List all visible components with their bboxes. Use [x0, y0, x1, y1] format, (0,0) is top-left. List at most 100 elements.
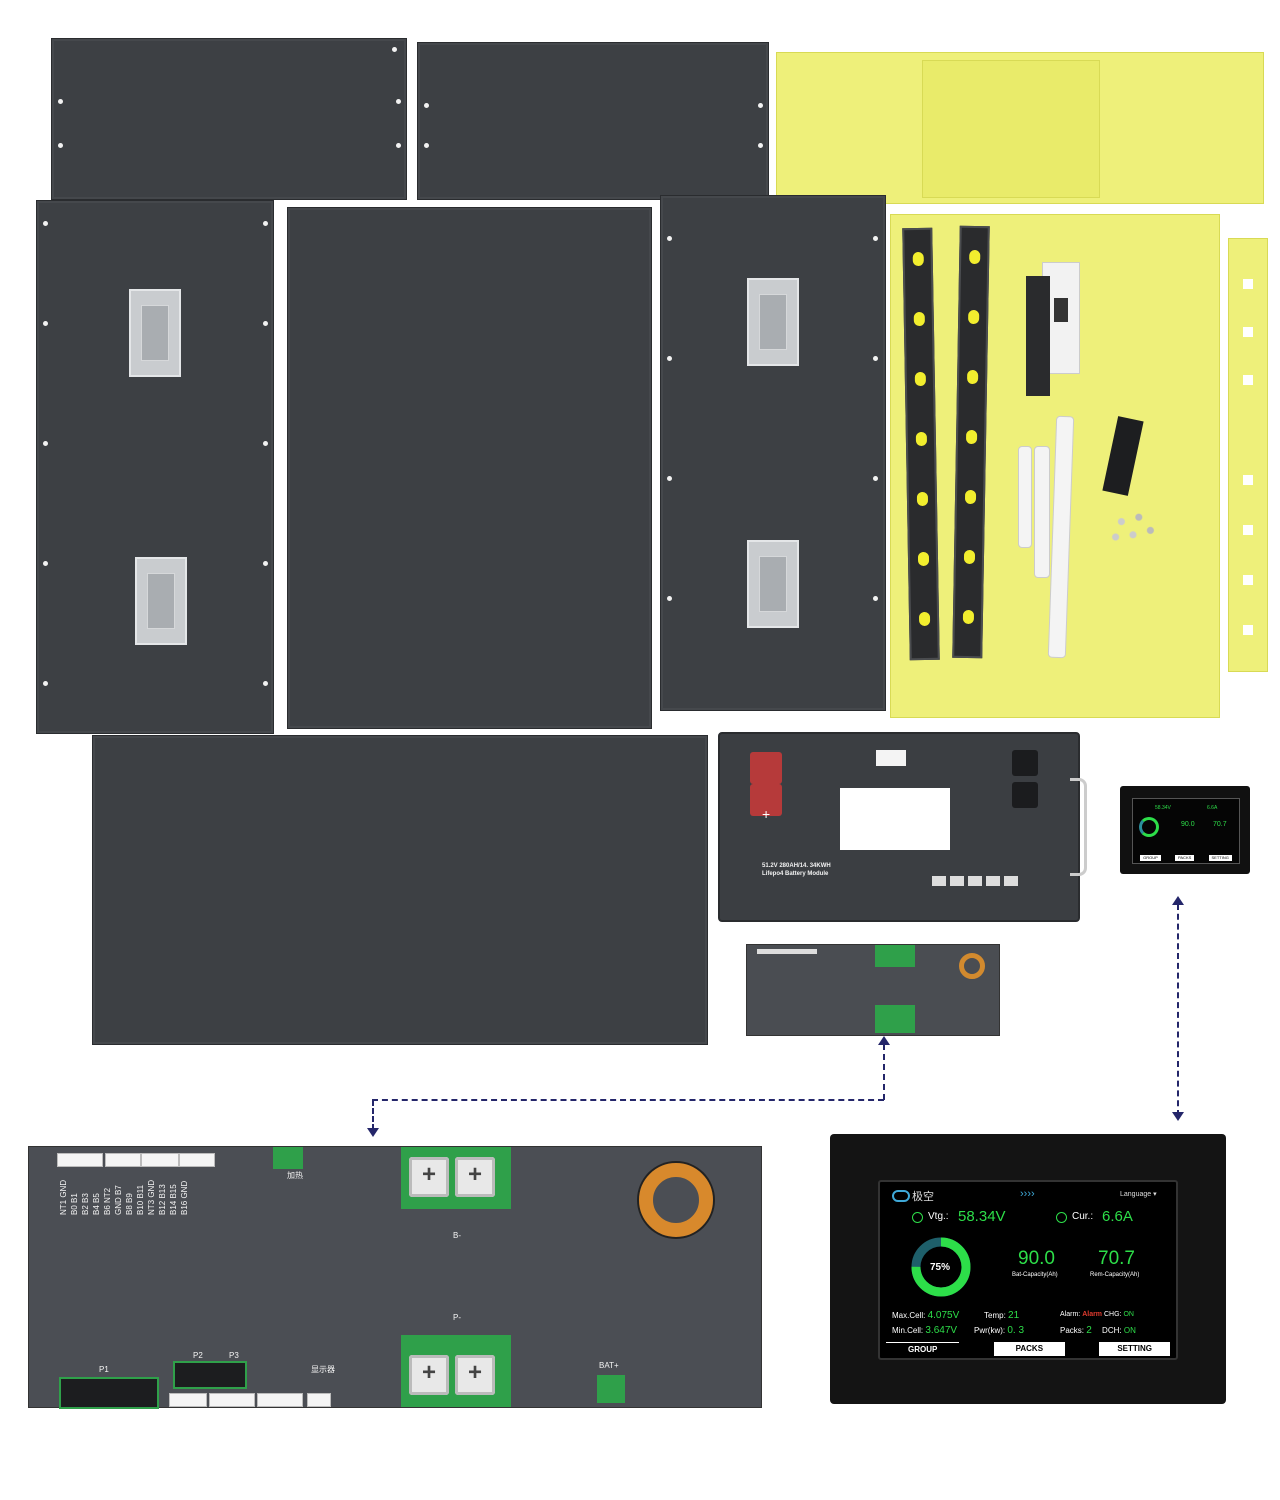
max-cell-label: Max.Cell:	[892, 1311, 926, 1320]
cur-icon	[1056, 1212, 1067, 1223]
small-vtg-value: 58.34V	[1155, 805, 1171, 811]
p-minus-terminal-icon	[455, 1355, 495, 1395]
p3-label: P3	[229, 1351, 239, 1360]
max-cell-value: 4.075V	[927, 1310, 960, 1321]
temp-value: 21	[1008, 1310, 1020, 1321]
small-display: 58.34V 6.6A 90.0 70.7 GROUP PACKS SETTIN…	[1120, 786, 1250, 874]
pwr-label: Pwr(kw):	[974, 1326, 1006, 1335]
p2-p3-connector	[173, 1361, 247, 1389]
connector-line	[372, 1100, 374, 1130]
right-side-panel	[660, 195, 886, 711]
p2-label: P2	[193, 1351, 203, 1360]
lcd-screen: 极空 ›››› Language ▾ Vtg.: 58.34V Cur.: 6.…	[878, 1180, 1178, 1360]
cell-label: B0 B1	[70, 1193, 79, 1215]
alarm-value: Alarm	[1082, 1311, 1103, 1318]
vtg-icon	[912, 1212, 923, 1223]
cell-labels: NT1 GND B0 B1 B2 B3 B4 B5 B6 NT2 GND B7 …	[59, 1175, 189, 1215]
cell-label: NT3 GND	[147, 1179, 156, 1215]
rem-capacity-value: 70.7	[1098, 1248, 1135, 1269]
small-tab-setting[interactable]: SETTING	[1208, 855, 1232, 861]
bat-capacity-label: Bat-Capacity(Ah)	[1012, 1272, 1058, 1278]
module-label-line2: Lifepo4 Battery Module	[762, 871, 829, 877]
small-tab-packs[interactable]: PACKS	[1175, 855, 1195, 861]
tab-group[interactable]: GROUP	[886, 1342, 960, 1356]
language-label: Language	[1120, 1191, 1152, 1198]
vtg-value: 58.34V	[958, 1208, 1006, 1225]
p1-label: P1	[99, 1365, 109, 1374]
b-minus-terminal-icon	[455, 1157, 495, 1197]
cable-icon	[1034, 446, 1050, 578]
soc-value: 75%	[930, 1262, 951, 1273]
tab-packs[interactable]: PACKS	[993, 1342, 1066, 1356]
cell-label: B12 B13	[158, 1184, 167, 1215]
module-label-line1: 51.2V 280AH/14. 34KWH	[762, 863, 831, 869]
tab-setting[interactable]: SETTING	[1099, 1342, 1170, 1356]
cell-label: NT1 GND	[59, 1179, 68, 1215]
center-panel	[287, 207, 652, 729]
alarm-label: Alarm:	[1060, 1311, 1081, 1318]
handle-icon	[135, 557, 187, 645]
module-label: 51.2V 280AH/14. 34KWH Lifepo4 Battery Mo…	[762, 862, 831, 878]
screws-icon	[1104, 504, 1162, 548]
chg-label: CHG:	[1103, 1311, 1122, 1318]
soc-ring	[911, 1237, 971, 1297]
cell-label: B8 B9	[125, 1193, 134, 1215]
arrows-indicator: ››››	[1020, 1188, 1035, 1200]
connector-line	[883, 1044, 885, 1100]
insulation-sheet-fold	[922, 60, 1100, 198]
dch-value: ON	[1123, 1326, 1136, 1335]
pwr-value: 0. 3	[1007, 1325, 1025, 1336]
arrow-down-icon	[367, 1128, 379, 1137]
circuit-breaker-icon	[1026, 262, 1082, 402]
lcd-display-panel: 极空 ›››› Language ▾ Vtg.: 58.34V Cur.: 6.…	[830, 1134, 1226, 1404]
cell-label: GND B7	[114, 1185, 123, 1215]
packs-label: Packs:	[1060, 1326, 1085, 1335]
rem-capacity-label: Rem-Capacity(Ah)	[1090, 1272, 1140, 1278]
handle-icon	[747, 540, 799, 628]
connector-line	[372, 1099, 884, 1101]
plus-sign: +	[762, 806, 771, 822]
packs-value: 2	[1086, 1325, 1092, 1336]
top-middle-panel	[417, 42, 769, 200]
handle-icon	[747, 278, 799, 366]
display-label: 显示器	[311, 1365, 335, 1374]
brand-text: 极空	[912, 1191, 934, 1203]
chevron-down-icon: ▾	[1153, 1191, 1157, 1198]
p-minus-terminal-icon	[409, 1355, 449, 1395]
cell-label: B14 B15	[169, 1184, 178, 1215]
battery-module-front: + 51.2V 280AH/14. 34KWH Lifepo4 Battery …	[718, 732, 1087, 922]
vtg-label: Vtg.:	[928, 1211, 949, 1222]
bat-capacity-value: 90.0	[1018, 1248, 1055, 1269]
bms-board: NT1 GND B0 B1 B2 B3 B4 B5 B6 NT2 GND B7 …	[28, 1146, 762, 1409]
bat-plus-label: BAT+	[599, 1361, 619, 1370]
b-minus-terminal-icon	[409, 1157, 449, 1197]
small-bms-board	[746, 944, 1000, 1036]
language-dropdown[interactable]: Language ▾	[1120, 1190, 1157, 1198]
chg-value: ON	[1123, 1311, 1134, 1318]
cell-label: B16 GND	[180, 1180, 189, 1215]
arrow-up-icon	[1172, 896, 1184, 905]
cur-value: 6.6A	[1102, 1208, 1133, 1225]
b-minus-label: B-	[453, 1231, 461, 1240]
temp-label: Temp:	[984, 1311, 1006, 1320]
heating-connector	[273, 1147, 303, 1169]
cell-label: B2 B3	[81, 1193, 90, 1215]
small-tab-group[interactable]: GROUP	[1140, 855, 1161, 861]
min-cell-label: Min.Cell:	[892, 1326, 924, 1335]
cur-label: Cur.:	[1072, 1211, 1094, 1222]
insulation-strip	[1228, 238, 1268, 672]
small-cur-value: 6.6A	[1207, 805, 1218, 811]
left-side-panel	[36, 200, 274, 734]
arrow-up-icon	[878, 1036, 890, 1045]
bottom-panel	[92, 735, 708, 1045]
connector-line	[1177, 904, 1179, 1116]
p1-connector	[59, 1377, 159, 1409]
cloud-logo-icon	[892, 1190, 910, 1202]
p-minus-label: P-	[453, 1313, 461, 1322]
min-cell-value: 3.647V	[925, 1325, 958, 1336]
cell-label: B4 B5	[92, 1193, 101, 1215]
toroid-inductor-icon	[639, 1163, 713, 1237]
top-left-panel	[51, 38, 407, 200]
small-rem-capacity: 70.7	[1213, 821, 1227, 828]
small-bat-capacity: 90.0	[1181, 821, 1195, 828]
